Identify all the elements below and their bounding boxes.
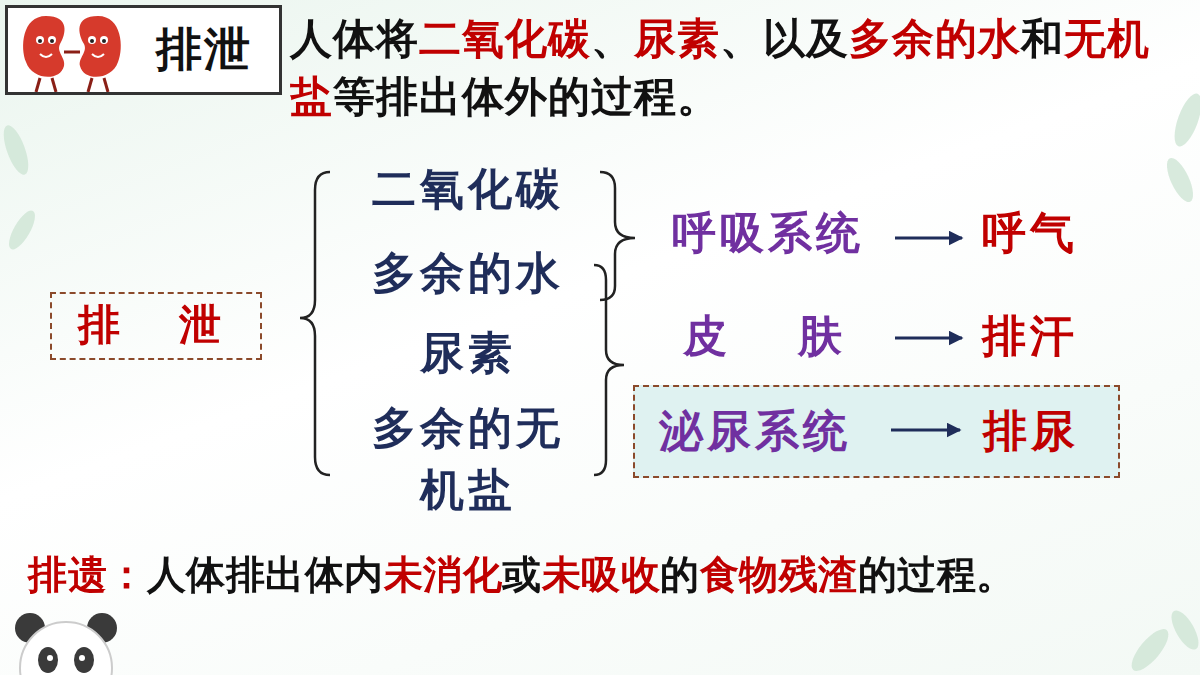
box-text: 排尿 [983,405,1079,458]
arrow [891,429,960,432]
definition-run: 等排出体外的过程。 [333,72,720,121]
term-box: 排 泄 [50,292,262,360]
highlight-box: 泌尿系统 排尿 [633,385,1120,478]
process-label: 排汗 [982,309,1102,362]
title-box-ground [5,5,282,95]
note-run: 食物残渣 [700,552,858,597]
process-label: 呼气 [982,206,1102,259]
arrow [895,238,962,338]
organ-label: 皮 肤 [683,309,898,362]
box-text: 排泄 [156,22,252,77]
definition-run: 和 [1021,14,1064,63]
note-run: 的过程。 [858,552,1016,597]
definition-run: 人体将 [290,14,419,63]
box-text: 排 泄 [78,300,243,350]
note-run: 人体排出体内 [147,552,384,597]
organ-label: 呼吸系统 [672,206,887,259]
excretion-note: 排遗：人体排出体内未消化或未吸收的食物残渣的过程。 [28,548,1193,602]
definition-run: 、以及 [720,14,849,63]
definition-run: 多余的水 [849,14,1021,63]
definition-run: 二氧化碳 [419,14,591,63]
substance-label: 多余的无机盐 [368,397,568,521]
definition-run: 、 [591,14,634,63]
definition-text: 人体将二氧化碳、尿素、以及多余的水和无机盐等排出体外的过程。 [290,10,1170,126]
box-text: 泌尿系统 [659,405,851,458]
definition-run: 尿素 [634,14,720,63]
title-box: 排泄 [5,5,282,95]
note-run: 排遗： [28,552,147,597]
leaves [0,90,1200,675]
note-run: 的 [660,552,700,597]
note-run: 或 [502,552,542,597]
panda [15,613,117,675]
substance-label: 二氧化碳 [358,162,578,215]
note-run: 未消化 [384,552,503,597]
substance-label: 尿素 [358,326,578,379]
substance-label: 多余的水 [358,246,578,299]
kidney-icon [23,16,121,92]
note-run: 未吸收 [542,552,661,597]
